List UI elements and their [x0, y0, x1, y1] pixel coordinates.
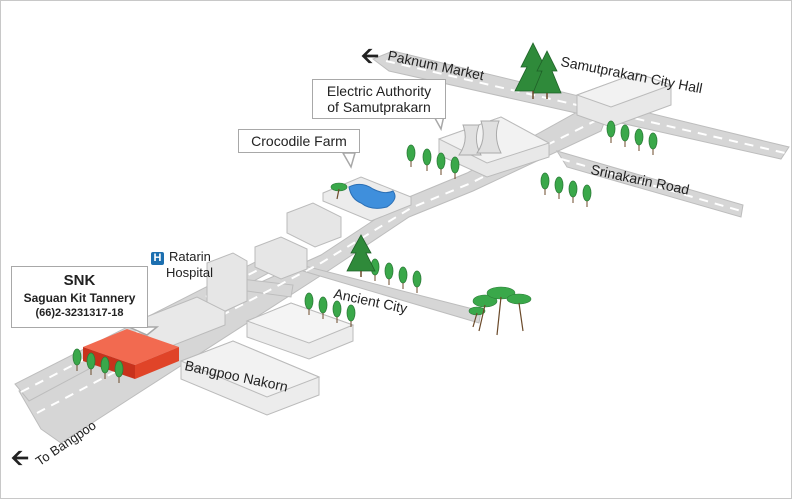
trees: [72, 120, 658, 378]
srinakarin-road: [555, 150, 744, 218]
electric-authority-line2: of Samutprakarn: [327, 99, 431, 115]
pond: [348, 183, 396, 209]
company-name: SNK: [63, 272, 96, 289]
buildings: [140, 72, 673, 416]
acacia-trees: [468, 286, 532, 336]
electric-authority-callout: Electric Authority of Samutprakarn: [312, 79, 446, 119]
crocodile-farm-callout: Crocodile Farm: [238, 129, 360, 153]
snk-callout: SNK Saguan Kit Tannery (66)2-3231317-18: [11, 266, 148, 328]
pine-trunks: [360, 91, 548, 277]
hospital-label-line2: Hospital: [166, 265, 213, 280]
hospital-icon: H: [151, 252, 164, 265]
paknum-arrow-icon: 🡨: [361, 43, 379, 68]
company-full-name: Saguan Kit Tannery: [23, 291, 136, 305]
hospital-label-line1: Ratarin: [169, 249, 211, 264]
electric-authority-line1: Electric Authority: [326, 83, 432, 99]
tree-trunks: [76, 137, 654, 383]
crocodile-farm-tree: [330, 182, 348, 200]
cooling-towers: [458, 120, 502, 156]
company-phone: (66)2-3231317-18: [35, 307, 124, 319]
to-bangpoo-arrow-icon: 🡨: [11, 445, 29, 470]
crocodile-farm-label: Crocodile Farm: [251, 133, 347, 149]
